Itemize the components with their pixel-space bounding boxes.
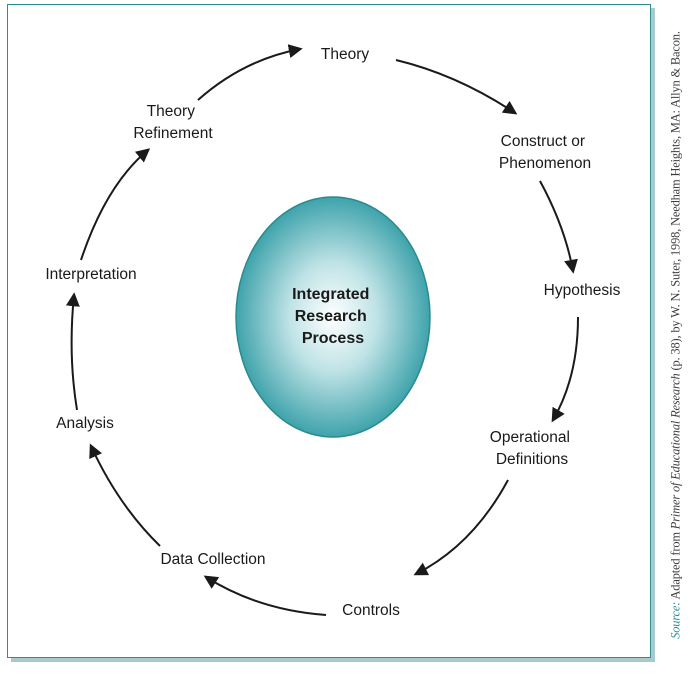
center-label-line-1: Integrated xyxy=(292,286,369,303)
arrow-operational-to-controls xyxy=(413,479,509,576)
source-note: Source: Adapted from Primer of Education… xyxy=(659,10,693,660)
source-post: (p. 38), by W. N. Suter, 1998, Needham H… xyxy=(668,31,683,374)
research-cycle-diagram: Integrated Research Process Theory Const… xyxy=(45,44,621,619)
arrow-construct-to-hypothesis xyxy=(539,180,578,274)
center-label-line-2: Research xyxy=(295,308,367,325)
arrow-interpretation-to-theory-refinement xyxy=(80,148,151,261)
center-ellipse xyxy=(235,196,431,438)
arrow-controls-to-data-collection xyxy=(203,575,327,616)
node-hypothesis: Hypothesis xyxy=(544,282,621,299)
node-operational-definitions: Operational Definitions xyxy=(490,429,574,468)
node-data-collection: Data Collection xyxy=(160,551,265,568)
source-pre: Adapted from xyxy=(668,529,683,602)
node-controls: Controls xyxy=(342,602,400,619)
center-label-line-3: Process xyxy=(302,330,364,347)
diagram-frame: Integrated Research Process Theory Const… xyxy=(7,4,651,658)
center-label: Integrated Research Process xyxy=(292,286,374,347)
node-construct-or-phenomenon: Construct or Phenomenon xyxy=(499,133,591,172)
arrow-theory-refinement-to-theory xyxy=(197,44,303,101)
node-interpretation: Interpretation xyxy=(45,266,136,283)
arrow-theory-to-construct xyxy=(395,59,518,115)
node-theory: Theory xyxy=(321,46,369,63)
source-book-title: Primer of Educational Research xyxy=(668,373,683,530)
source-label: Source: xyxy=(668,601,683,639)
node-theory-refinement: Theory Refinement xyxy=(133,103,213,142)
arrow-analysis-to-interpretation xyxy=(65,292,80,411)
source-note-text: Source: Adapted from Primer of Education… xyxy=(669,10,684,660)
node-analysis: Analysis xyxy=(56,415,114,432)
arrow-data-collection-to-analysis xyxy=(89,443,161,547)
arrow-hypothesis-to-operational xyxy=(551,316,579,423)
